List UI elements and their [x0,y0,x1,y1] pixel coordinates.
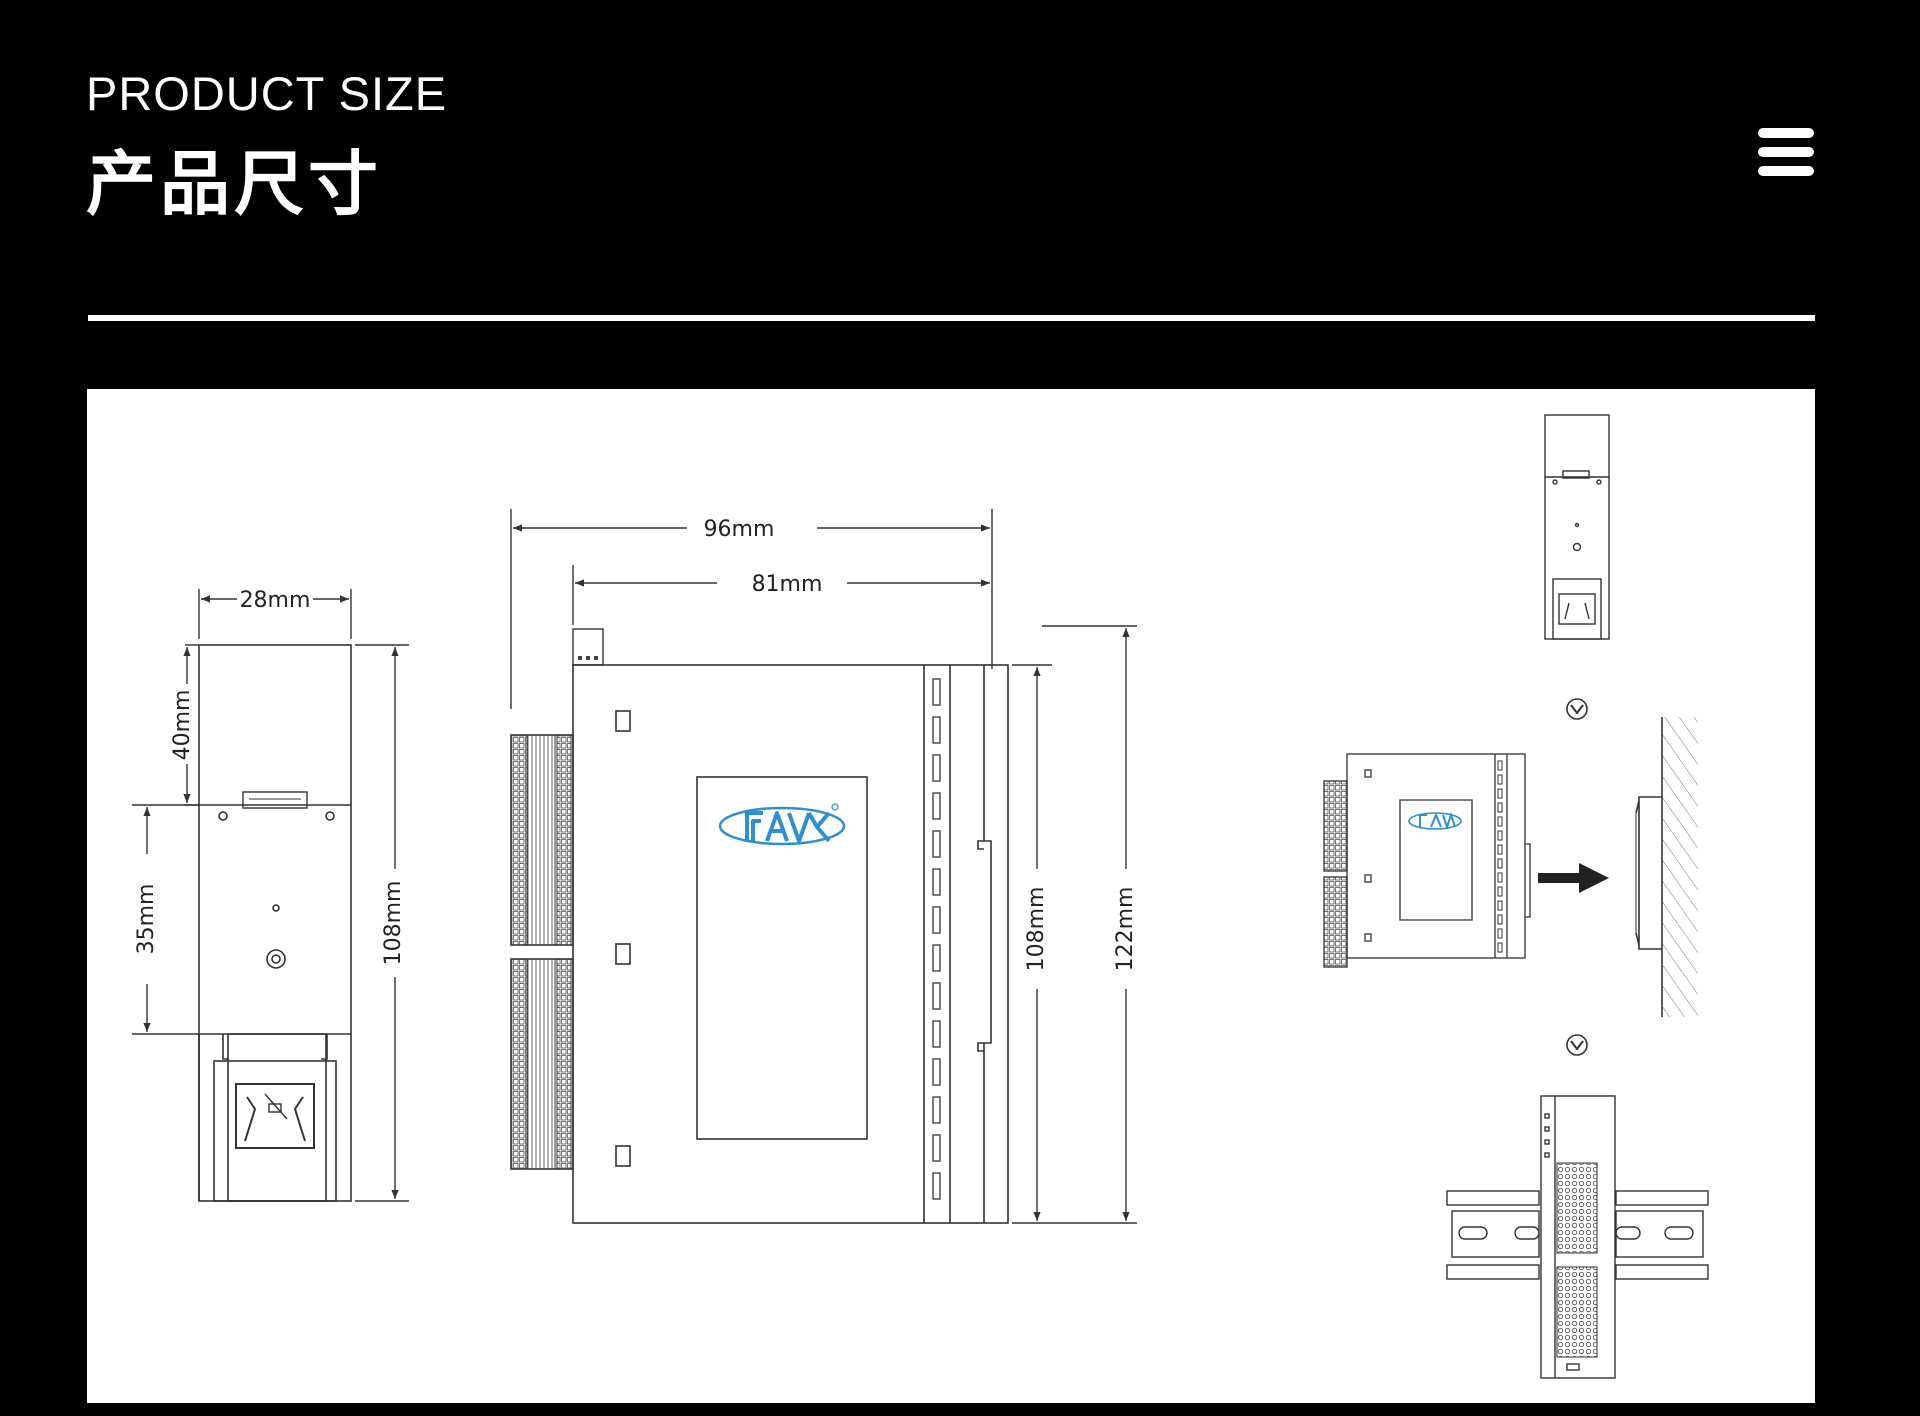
page-title-en: PRODUCT SIZE [86,67,448,120]
body-height-label: 108mm [1024,887,1049,972]
page-title-zh: 产品尺寸 [86,143,382,225]
side-width-label: 28mm [240,588,311,613]
mount-bottom-rail-view [1446,1095,1709,1379]
overall-height-label: 122mm [1113,887,1138,972]
arrow-down-circle-icon [1566,698,1588,720]
din-rail-wall [1635,717,1698,1017]
body-width-label: 81mm [752,572,823,597]
side-top-label: 40mm [170,690,195,761]
side-mid-label: 35mm [134,884,159,955]
front-dimensions [510,509,1137,1224]
dimension-drawing-panel: 28mm 40mm 35mm 108mm [87,389,1815,1403]
brand-logo [718,803,846,846]
dimension-drawing: 28mm 40mm 35mm 108mm [132,414,1709,1379]
side-dimensions [132,589,409,1202]
mount-front-mini-slots [1497,760,1503,953]
mount-front-mini [1323,753,1531,968]
hamburger-menu-icon[interactable] [1758,128,1814,176]
arrow-right-icon [1538,863,1609,893]
arrow-down-circle-icon [1566,1034,1588,1056]
header-divider [88,315,1815,321]
mount-top-side-view [1544,414,1610,640]
side-view [198,644,352,1202]
front-slots [932,678,941,1200]
front-view [510,628,1009,1224]
overall-width-label: 96mm [704,517,775,542]
side-height-label: 108mm [381,881,406,966]
